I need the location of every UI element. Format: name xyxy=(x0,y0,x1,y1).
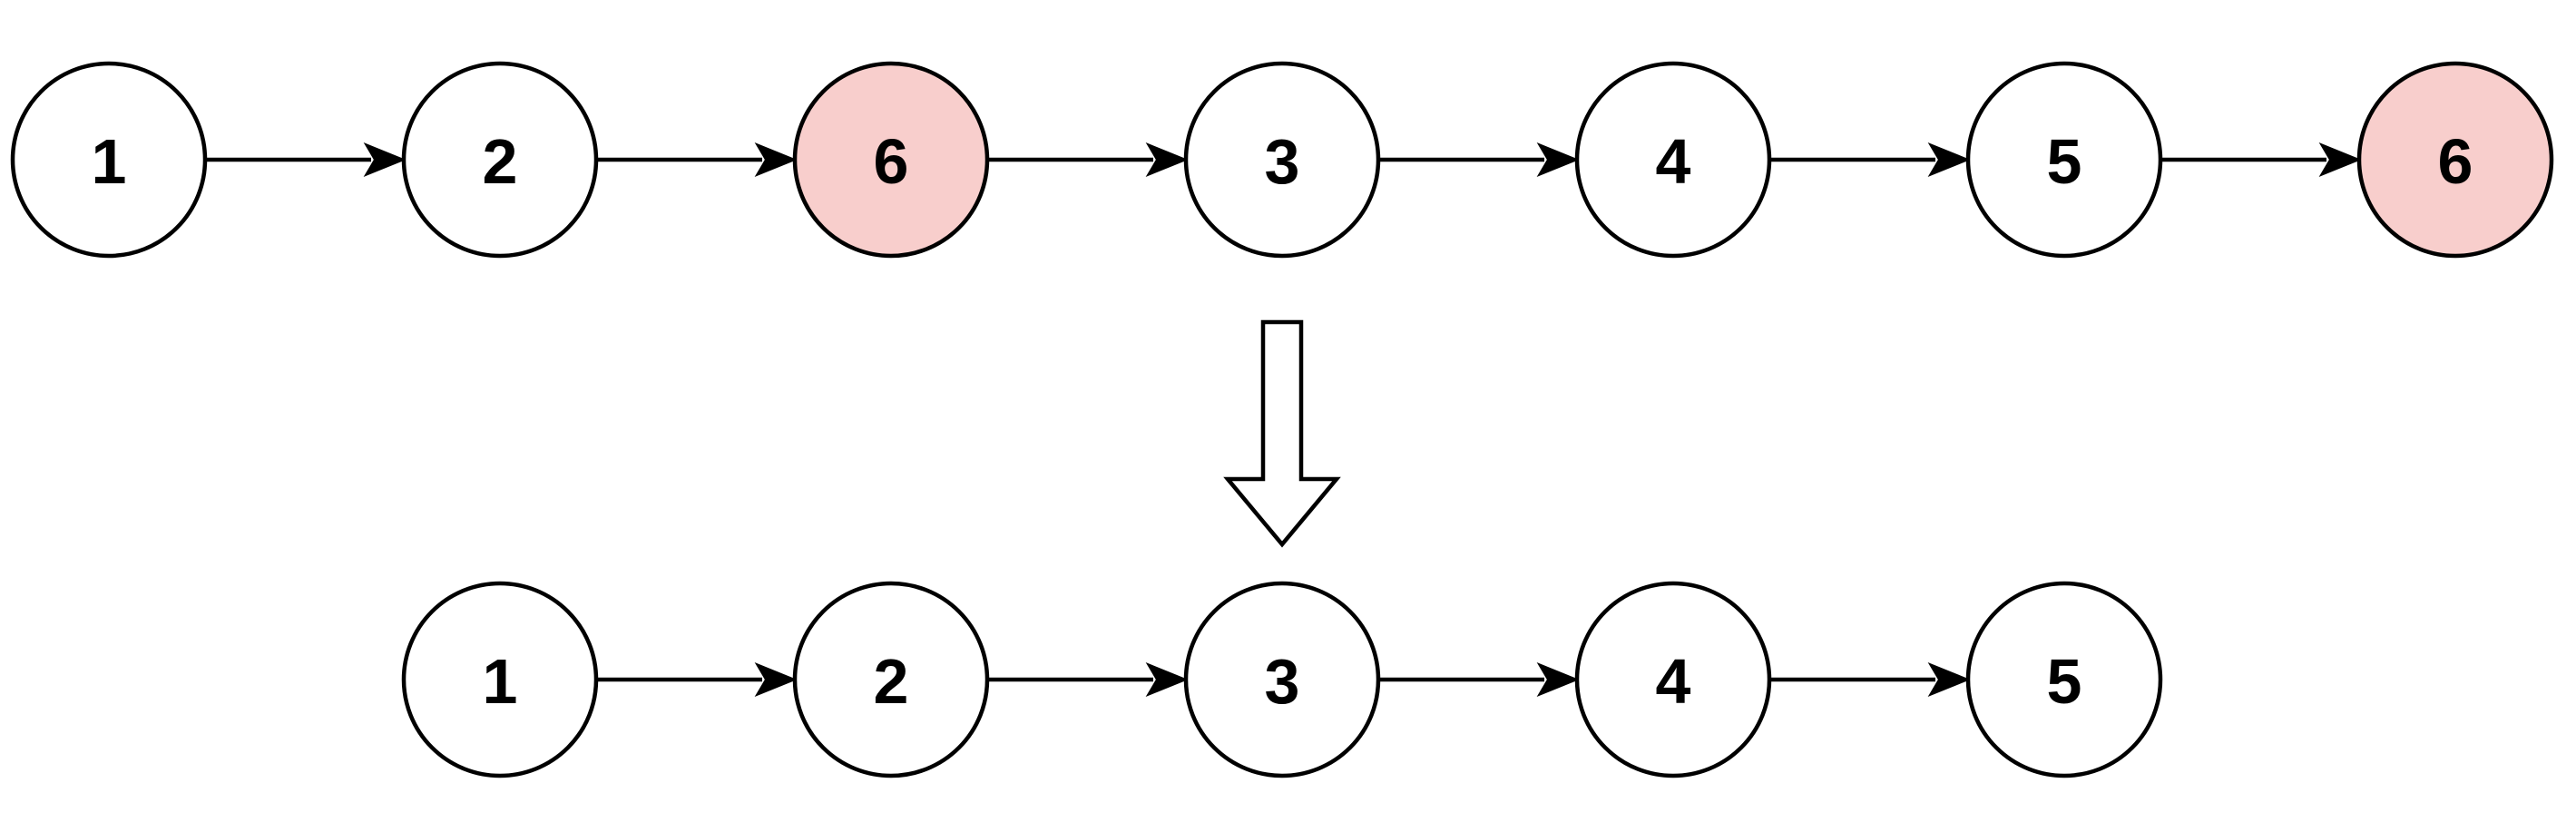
before-node-6: 5 xyxy=(1965,61,2163,259)
arrowhead-icon xyxy=(1536,661,1580,698)
arrowhead-icon xyxy=(1145,142,1189,178)
arrowhead-icon xyxy=(1927,142,1971,178)
node-label: 5 xyxy=(2047,126,2082,197)
node-circle xyxy=(792,581,990,778)
after-node-2: 2 xyxy=(792,581,990,778)
node-circle xyxy=(1965,581,2163,778)
after-node-1: 1 xyxy=(401,581,599,778)
node-circle xyxy=(1574,581,1772,778)
node-label: 1 xyxy=(483,646,518,717)
node-circle xyxy=(1183,61,1381,259)
node-label: 6 xyxy=(2438,126,2473,197)
node-label: 3 xyxy=(1265,646,1300,717)
after-node-5: 5 xyxy=(1965,581,2163,778)
before-node-4: 3 xyxy=(1183,61,1381,259)
node-circle xyxy=(1965,61,2163,259)
before-link-2 xyxy=(596,142,798,178)
node-label: 4 xyxy=(1656,646,1691,717)
node-label: 2 xyxy=(483,126,518,197)
node-circle xyxy=(1183,581,1381,778)
before-link-1 xyxy=(205,142,406,178)
node-circle xyxy=(401,581,599,778)
node-label: 6 xyxy=(874,126,909,197)
after-node-3: 3 xyxy=(1183,581,1381,778)
before-link-5 xyxy=(1769,142,1971,178)
before-node-1: 1 xyxy=(10,61,208,259)
before-node-2: 2 xyxy=(401,61,599,259)
before-linked-list: 1 2 6 3 4 5 6 xyxy=(10,61,2554,259)
arrowhead-icon xyxy=(754,142,798,178)
after-link-3 xyxy=(1378,661,1580,698)
after-link-1 xyxy=(596,661,798,698)
node-label: 5 xyxy=(2047,646,2082,717)
arrowhead-icon xyxy=(363,142,406,178)
arrowhead-icon xyxy=(1145,661,1189,698)
arrowhead-icon xyxy=(2318,142,2362,178)
arrowhead-icon xyxy=(1927,661,1971,698)
before-node-3: 6 xyxy=(792,61,990,259)
after-node-4: 4 xyxy=(1574,581,1772,778)
before-node-5: 4 xyxy=(1574,61,1772,259)
transition-arrow-group xyxy=(1223,319,1341,548)
node-label: 2 xyxy=(874,646,909,717)
after-link-2 xyxy=(987,661,1189,698)
after-linked-list: 1 2 3 4 5 xyxy=(401,581,2163,778)
arrowhead-icon xyxy=(1536,142,1580,178)
before-link-6 xyxy=(2160,142,2362,178)
node-label: 1 xyxy=(92,126,127,197)
node-circle xyxy=(792,61,990,259)
after-link-4 xyxy=(1769,661,1971,698)
node-label: 3 xyxy=(1265,126,1300,197)
node-circle xyxy=(1574,61,1772,259)
before-link-4 xyxy=(1378,142,1580,178)
node-label: 4 xyxy=(1656,126,1691,197)
down-arrow-icon xyxy=(1223,319,1341,548)
node-circle xyxy=(401,61,599,259)
node-circle xyxy=(2356,61,2554,259)
before-node-7: 6 xyxy=(2356,61,2554,259)
arrowhead-icon xyxy=(754,661,798,698)
node-circle xyxy=(10,61,208,259)
before-link-3 xyxy=(987,142,1189,178)
